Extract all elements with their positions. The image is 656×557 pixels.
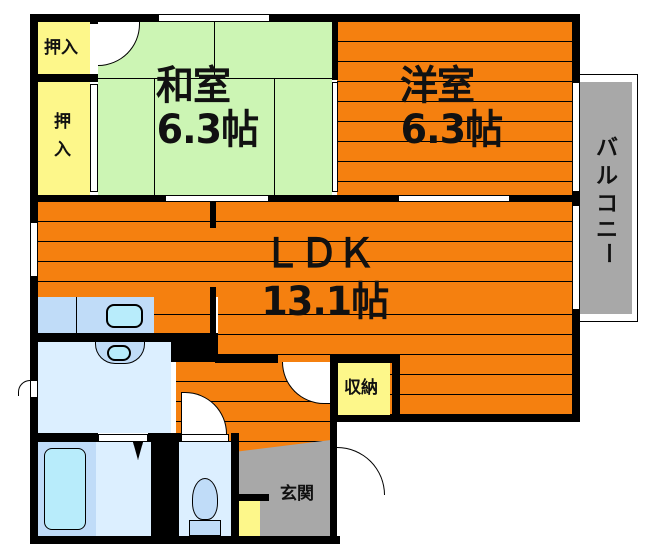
- balcony-label-3: コ: [596, 192, 619, 217]
- oshiire-side: [38, 82, 90, 195]
- window-ldk-left: [30, 222, 38, 277]
- genkan-label: 玄関: [280, 484, 314, 504]
- wall-genkan-right: [330, 415, 337, 544]
- oshiire-side-label-2: 入: [54, 140, 71, 160]
- wall-shuunou-right: [392, 355, 400, 422]
- ldk-name: ＬＤＫ: [262, 231, 375, 277]
- oshiire-side-label-1: 押: [54, 112, 71, 132]
- wall-toilet-right: [231, 433, 239, 536]
- outer-wall-left: [30, 14, 38, 544]
- fusuma-rooms[interactable]: [332, 82, 338, 192]
- toilet-door-frame: [181, 434, 229, 442]
- sliding-door-youshitsu[interactable]: [398, 195, 510, 202]
- ldk-size: 13.1帖: [261, 279, 389, 325]
- bathroom-wash-area: [96, 442, 151, 536]
- window-ldk-balcony[interactable]: [572, 205, 580, 310]
- door-washroom-outside: [18, 380, 30, 396]
- washbasin-bowl-icon: [107, 345, 131, 361]
- fusuma-oshiire[interactable]: [90, 84, 98, 192]
- shuunou-closet: [338, 363, 390, 415]
- oshiire-top-label: 押入: [44, 38, 78, 58]
- sliding-door-washitsu[interactable]: [165, 195, 269, 202]
- tatami-line: [274, 78, 275, 195]
- window-youshitsu-balcony[interactable]: [572, 82, 580, 192]
- washitsu-size: 6.3帖: [156, 107, 259, 153]
- window-washroom: [30, 380, 38, 398]
- wall-shuunou-top: [330, 355, 400, 363]
- oshiire-top: [38, 22, 90, 74]
- washitsu-name: 和室: [155, 63, 231, 109]
- wall-shoe-top: [238, 494, 269, 501]
- window-washitsu-top: [158, 14, 270, 22]
- bathtub-icon: [44, 448, 86, 530]
- toilet-tank-icon: [189, 520, 221, 536]
- balcony-label-5: ー: [595, 241, 621, 265]
- wall-washitsu-youshitsu: [332, 14, 338, 80]
- bath-door[interactable]: [98, 434, 148, 442]
- wall-oshiire-right: [90, 14, 98, 24]
- balcony-label-1: バ: [596, 136, 619, 161]
- door-entrance[interactable]: [337, 447, 385, 495]
- wall-ldk-lower-left: [215, 355, 221, 363]
- counter-divider: [76, 297, 77, 333]
- wall-bath-toilet: [151, 433, 179, 536]
- outer-wall-top: [30, 14, 580, 22]
- wall-ldk-stub-top: [210, 202, 216, 228]
- balcony-label-2: ル: [596, 164, 619, 189]
- wall-corridor-block: [171, 333, 218, 362]
- balcony-label-4: ニ: [596, 218, 619, 243]
- toilet-icon: [192, 478, 218, 520]
- youshitsu-size: 6.3帖: [400, 107, 503, 153]
- wall-shuunou-left: [330, 355, 338, 422]
- wall-ldk-stub-lower: [210, 287, 216, 357]
- wall-washroom-right: [171, 333, 177, 349]
- tatami-line: [154, 78, 155, 195]
- youshitsu-room: [337, 22, 573, 195]
- outer-wall-bottom: [30, 536, 340, 544]
- wall-hall-top: [218, 355, 278, 363]
- kitchen-floor-strip: [153, 295, 213, 337]
- wall-bath-top: [30, 433, 98, 442]
- wall-kitchen-bottom: [30, 333, 218, 342]
- shuunou-label: 収納: [344, 378, 378, 398]
- tatami-line: [98, 78, 332, 79]
- ldk-room: [38, 202, 573, 297]
- shoe-cabinet: [238, 500, 260, 536]
- washitsu-room: [98, 22, 332, 195]
- youshitsu-name: 洋室: [399, 63, 475, 109]
- balcony: [580, 82, 632, 314]
- wall-rooms-ldk: [30, 195, 580, 202]
- wall-oshiire-divider: [30, 74, 98, 82]
- tatami-line: [214, 22, 215, 78]
- wall-ldk-bottom: [330, 415, 580, 422]
- kitchen-sink-icon: [106, 304, 143, 328]
